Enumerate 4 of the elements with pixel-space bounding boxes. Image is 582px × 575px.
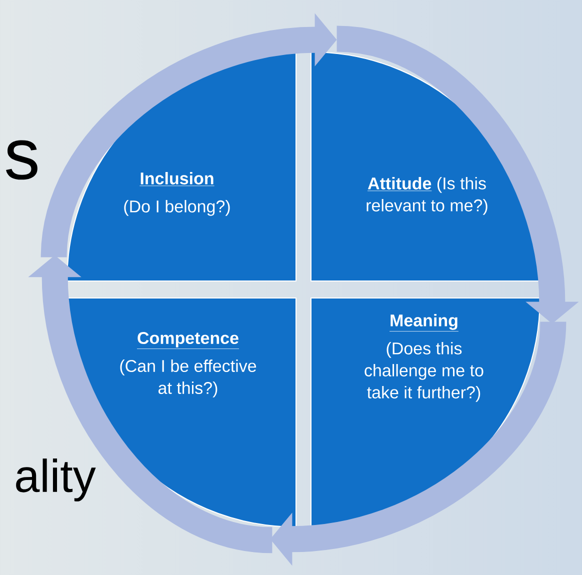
quadrant: Attitude (Is this relevant to me?)	[310, 52, 540, 282]
slide-text: s	[6, 140, 38, 180]
quadrant: Meaning (Does this challenge me to take it further?)	[310, 298, 540, 528]
quadrant: Inclusion (Do I belong?)	[66, 52, 296, 282]
